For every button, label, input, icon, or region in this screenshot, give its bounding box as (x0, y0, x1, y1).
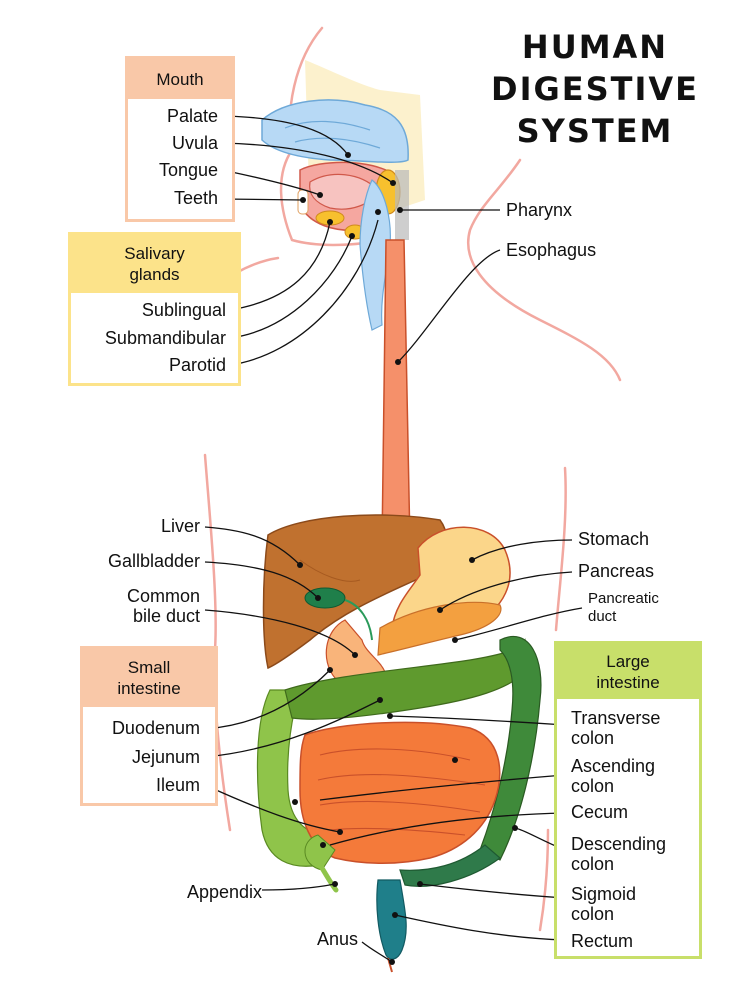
large-intestine-header: Large intestine (557, 644, 699, 699)
label-ileum: Ileum (155, 775, 200, 795)
label-tongue: Tongue (158, 160, 218, 180)
label-duodenum: Duodenum (111, 718, 200, 738)
leader-lines (204, 115, 583, 963)
label-pancreas: Pancreas (578, 561, 655, 581)
label-common-bile-duct: Common bile duct (127, 586, 200, 626)
title-line-2: DIGESTIVE (491, 70, 699, 108)
label-sublingual: Sublingual (141, 300, 226, 320)
label-descending-colon: Descending colon (571, 834, 666, 874)
transverse-colon-shape (284, 638, 531, 720)
small-intestine-header: Small intestine (83, 649, 215, 707)
descending-colon-line-1: Descending (571, 834, 667, 854)
label-teeth: Teeth (173, 188, 218, 208)
label-stomach: Stomach (578, 529, 650, 549)
nasal-cavity (261, 99, 409, 163)
label-anus: Anus (316, 929, 358, 949)
label-uvula: Uvula (171, 133, 218, 153)
label-parotid: Parotid (168, 355, 226, 375)
common-bile-duct-line-1: Common (126, 586, 200, 606)
sigmoid-colon-line-2: colon (571, 904, 615, 924)
title-line-3: SYSTEM (516, 112, 674, 150)
gallbladder-shape (304, 587, 346, 609)
descending-colon-line-2: colon (571, 854, 615, 874)
label-pancreatic-duct: Pancreatic duct (588, 590, 659, 626)
leader-dots (292, 152, 518, 965)
large-intestine-header-line-1: Large (606, 651, 650, 671)
label-rectum: Rectum (571, 931, 634, 951)
pharynx-shape (359, 179, 391, 331)
pancreas-shape (377, 601, 502, 656)
common-bile-duct-line-2: bile duct (132, 606, 200, 626)
small-intestine-box: Small intestine (80, 646, 218, 806)
label-esophagus: Esophagus (506, 240, 597, 260)
label-gallbladder: Gallbladder (107, 551, 200, 571)
label-appendix: Appendix (186, 882, 262, 902)
sigmoid-colon-shape (399, 844, 501, 887)
label-jejunum: Jejunum (131, 747, 200, 767)
sigmoid-colon-line-1: Sigmoid (571, 884, 637, 904)
mouth-box-header: Mouth (128, 59, 232, 99)
mouth-box: Mouth (125, 56, 235, 222)
title-line-1: HUMAN (521, 28, 669, 66)
label-transverse-colon: Transverse colon (571, 708, 660, 748)
label-cecum: Cecum (571, 802, 629, 822)
appendix-shape (319, 865, 339, 893)
label-submandibular: Submandibular (104, 328, 226, 348)
small-intestine-header-line-2: intestine (117, 679, 181, 698)
transverse-colon-line-1: Transverse (571, 708, 661, 728)
small-intestine-shape (299, 721, 501, 864)
diagram-title: HUMAN DIGESTIVE SYSTEM (470, 26, 720, 152)
salivary-header-line-1: Salivary (124, 244, 185, 263)
label-pharynx: Pharynx (506, 200, 573, 220)
pancreatic-duct-line-2: duct (588, 608, 617, 625)
large-intestine-box: Large intestine (554, 641, 702, 959)
ascending-colon-line-1: Ascending (571, 756, 656, 776)
descending-colon-shape (479, 635, 542, 861)
label-sigmoid-colon: Sigmoid colon (571, 884, 636, 924)
small-intestine-header-line-1: Small (127, 658, 171, 677)
rectum-shape (376, 879, 407, 960)
large-intestine-header-line-2: intestine (596, 672, 660, 692)
label-palate: Palate (166, 106, 218, 126)
salivary-glands-box: Salivary glands (68, 232, 241, 386)
ascending-colon-line-2: colon (571, 776, 615, 796)
salivary-header-line-2: glands (129, 265, 180, 284)
pancreatic-duct-line-1: Pancreatic (588, 590, 659, 607)
esophagus-shape (381, 239, 411, 546)
label-ascending-colon: Ascending colon (571, 756, 655, 796)
salivary-glands-header: Salivary glands (71, 235, 238, 293)
transverse-colon-line-2: colon (571, 728, 615, 748)
tongue-shape (309, 173, 379, 210)
label-liver: Liver (160, 516, 200, 536)
